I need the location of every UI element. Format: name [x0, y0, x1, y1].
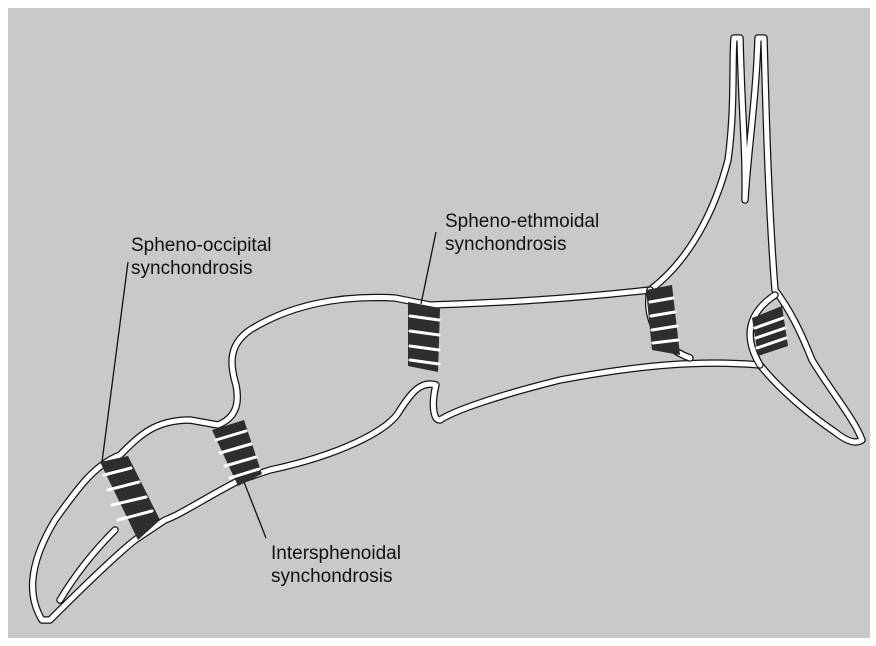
label-spheno-ethmoidal-line1: Spheno-ethmoidal [445, 210, 599, 233]
label-intersphenoidal: Intersphenoidal synchondrosis [271, 542, 401, 588]
label-intersphenoidal-line2: synchondrosis [271, 565, 401, 588]
label-spheno-ethmoidal: Spheno-ethmoidal synchondrosis [445, 210, 599, 256]
label-spheno-occipital: Spheno-occipital synchondrosis [131, 234, 271, 280]
label-spheno-occipital-line1: Spheno-occipital [131, 234, 271, 257]
label-intersphenoidal-line1: Intersphenoidal [271, 542, 401, 565]
label-spheno-ethmoidal-line2: synchondrosis [445, 233, 599, 256]
spheno-ethmoidal-joint [408, 302, 440, 372]
label-spheno-occipital-line2: synchondrosis [131, 257, 271, 280]
